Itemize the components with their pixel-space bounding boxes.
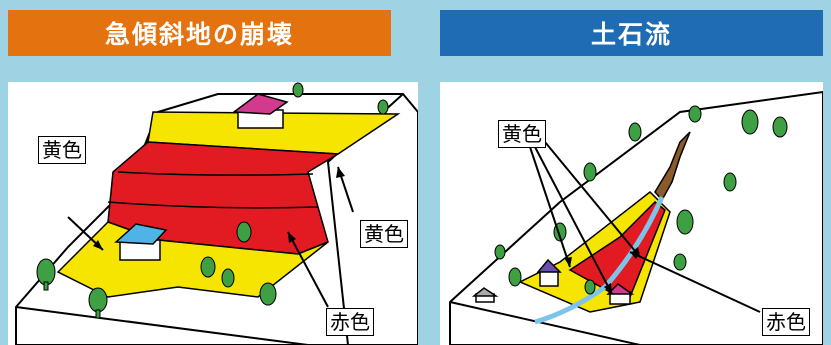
label-red: 赤色 [762, 308, 810, 336]
arrow-yellow-1 [529, 146, 571, 268]
panel-title-debris-flow: 土石流 [440, 10, 823, 56]
panel-title-steep-slope-collapse: 急傾斜地の崩壊 [8, 10, 391, 56]
debris-flow-illustration: 黄色 赤色 [440, 82, 823, 345]
trees [494, 105, 788, 295]
debris-source [654, 131, 691, 202]
arrow-red [629, 251, 761, 313]
steep-slope-illustration: 黄色 黄色 赤色 [8, 82, 418, 345]
label-yellow-right: 黄色 [360, 220, 408, 248]
debris-flow-drawing [449, 90, 823, 345]
ground-front-edge [449, 301, 641, 345]
red-zone-step-2 [107, 201, 319, 209]
arrows [529, 141, 761, 313]
label-yellow: 黄色 [498, 120, 546, 148]
arrow-yellow-2 [534, 146, 613, 295]
house-pink [606, 283, 635, 305]
red-zone-step-1 [117, 171, 314, 176]
arrow-red [287, 231, 329, 308]
label-red: 赤色 [326, 308, 374, 336]
steep-slope-drawing [15, 82, 418, 345]
house-top [231, 93, 289, 129]
house-bottom [114, 223, 168, 261]
house-small [471, 287, 499, 303]
house-purple [536, 258, 562, 287]
trees [36, 82, 389, 319]
ground-front-edge [15, 306, 309, 345]
label-yellow-left: 黄色 [38, 136, 86, 164]
arrow-yellow-3 [544, 141, 641, 258]
